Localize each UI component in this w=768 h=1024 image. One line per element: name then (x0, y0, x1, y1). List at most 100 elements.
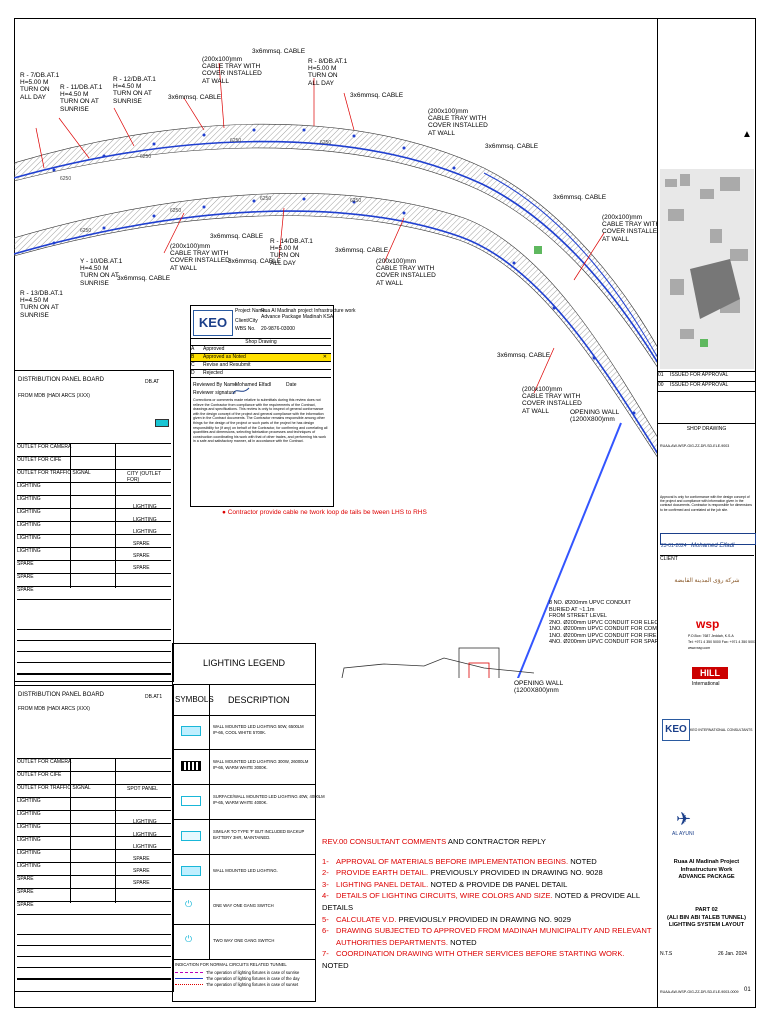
callout-r13: R - 13/DB.AT.1 H=4.50 M TURN ON AT SUNRI… (20, 290, 63, 319)
comment-item: 1-APPROVAL OF MATERIALS BEFORE IMPLEMENT… (322, 856, 597, 866)
tb-client-logo: شركة رؤى المدينة القابضة (674, 578, 740, 584)
tb-approval-date: 23-01-2024 (661, 543, 687, 549)
callout-tray3: (200x100)mm CABLE TRAY WITH COVER INSTAL… (602, 214, 662, 243)
tb-keo-logo: KEO (662, 719, 690, 741)
comment-item: 2-PROVIDE EARTH DETAIL. PREVIOUSLY PROVI… (322, 868, 603, 878)
panel1-row: OUTLET FOR TRAFFIC SIGNAL (17, 469, 171, 482)
north-arrow-icon: ▲ (742, 129, 752, 140)
legend-item-text: WALL MOUNTED LED LIGHTING 300W, 26000LM … (213, 759, 309, 770)
callout-cable6: 3x6mmsq. CABLE (210, 233, 264, 240)
building-plan (341, 647, 535, 678)
callout-opening-wall-1: OPENING WALL (1200X800)mm (570, 409, 620, 424)
section-marker (534, 246, 542, 254)
comment-item: 3-LIGHTING PANEL DETAIL. NOTED & PROVIDE… (322, 879, 568, 889)
key-plan-map (660, 169, 754, 369)
dim-4: 6250 (320, 140, 332, 146)
stamp-reviewer: Mohamed Elfadl (235, 382, 272, 388)
panel2-row: LIGHTING (17, 810, 171, 823)
panel1-row: SPARE (17, 560, 171, 573)
panel1-right-label: SPARE (133, 565, 150, 571)
tb-date: 26 Jan. 2024 (718, 951, 747, 957)
panel2-right-label: SPARE (133, 856, 150, 862)
dim-1: 6250 (60, 176, 72, 182)
callout-r8: R - 8/DB.AT.1 H=5.00 M TURN ON ALL DAY (308, 58, 348, 87)
callout-cable9: 3x6mmsq. CABLE (335, 247, 389, 254)
panel2-number: DB.AT1 (145, 694, 163, 700)
dim-6: 6250 (170, 208, 182, 214)
panel2-subtitle: FROM MDB (HADI ARCS (XXX) (18, 706, 90, 712)
legend-item: SIMILAR TO TYPE 'F' BUT INCLUDED BACKUP … (173, 819, 315, 855)
dim-5: 6250 (80, 228, 92, 234)
panel1-rows: OUTLET FOR CAMERA OUTLET FOR CIFE OUTLET… (17, 443, 171, 600)
callout-cable1: 3x6mmsq. CABLE (252, 48, 306, 55)
cable-route-upper (14, 140, 658, 364)
lighting-legend: LIGHTING LEGEND SYMBOLS DESCRIPTION WALL… (172, 643, 325, 1002)
legend-item-text: SIMILAR TO TYPE 'F' BUT INCLUDED BACKUP … (213, 829, 305, 840)
callout-cable10: 3x6mmsq. CABLE (497, 352, 551, 359)
comment-item: 5-CALCULATE V.D. PREVIOUSLY PROVIDED IN … (322, 914, 571, 924)
legend-item: ⏻ ONE WAY ONE GANG SWITCH (173, 889, 315, 925)
cable-route-lower (14, 210, 658, 455)
legend-header: SYMBOLS DESCRIPTION (173, 684, 315, 716)
stamp-wbs: 20-9876-03000 (261, 326, 295, 332)
stamp-project-name: Rua Al Madinah project Infrastructure wo… (261, 308, 356, 320)
surface-led-icon (181, 796, 201, 806)
tb-approval-signature: 23-01-2024 Mohamed Elfadl (660, 533, 756, 549)
tb-drawing-title: PART 02 (ALI BIN ABI TALEB TUNNEL) LIGHT… (667, 907, 746, 928)
alayuni-logo: AL AYUNI (672, 831, 694, 837)
legend-item: WALL MOUNTED LED LIGHTING. (173, 854, 315, 890)
consultant-comments: REV.00 CONSULTANT COMMENTS AND CONTRACTO… (322, 836, 652, 972)
panel1-right-label: LIGHTING (133, 504, 157, 510)
stamp-wbs-label: WBS No. (235, 326, 256, 332)
comment-item: 6-DRAWING SUBJECTED TO APPROVED FROM MAD… (322, 926, 652, 947)
panel2-row: LIGHTING (17, 797, 171, 810)
tb-scale: N.T.S (660, 951, 673, 957)
panel2-right-label: SPARE (133, 868, 150, 874)
wall-led-cool-icon (181, 726, 201, 736)
tb-project-title: Ruaa Al Madinah Project Infrastructure W… (673, 859, 740, 880)
panel1-row: SPARE (17, 586, 171, 600)
panel1-row: LIGHTING (17, 521, 171, 534)
panel2-title: DISTRIBUTION PANEL BOARD (18, 692, 105, 698)
callout-tray6: (200x100)mm CABLE TRAY WITH COVER INSTAL… (522, 386, 582, 415)
callout-r14: R - 14/DB.AT.1 H=5.00 M TURN ON ALL DAY (270, 238, 313, 267)
keo-logo: KEO (193, 310, 233, 336)
stamp-signature-label: Reviewer signature (193, 390, 236, 396)
panel2-row: OUTLET FOR TRAFFIC SIGNAL (17, 784, 171, 797)
legend-item-text: TWO WAY ONE GANG SWITCH (213, 938, 275, 943)
wall-led-icon (181, 866, 201, 876)
panel2-row: LIGHTING (17, 862, 171, 875)
callout-r11: R - 11/DB.AT.1 H=4.50 M TURN ON AT SUNRI… (60, 84, 103, 113)
dim-7: 6250 (260, 196, 272, 202)
callout-cable7: 3x6mmsq. CABLE (228, 258, 282, 265)
hill-logo: HILL (692, 667, 728, 679)
one-way-switch-icon: ⏻ (185, 899, 193, 909)
comment-item: 4-DETAILS OF LIGHTING CIRCUITS, WIRE COL… (322, 891, 640, 912)
stamp-client-label: Client/City (235, 318, 258, 324)
panel-schedule-2: DISTRIBUTION PANEL BOARD FROM MDB (HADI … (14, 685, 174, 992)
callout-tray4: (200x100)mm CABLE TRAY WITH COVER INSTAL… (170, 243, 230, 272)
wsp-logo: wsp (696, 617, 720, 631)
callout-cable5: 3x6mmsq. CABLE (553, 194, 607, 201)
panel1-title: DISTRIBUTION PANEL BOARD (18, 377, 105, 383)
alayuni-logo-icon: ✈ (676, 809, 692, 829)
legend-line-sunset: The operation of lighting fixtures in ca… (175, 982, 313, 988)
panel1-row: LIGHTING (17, 508, 171, 521)
panel1-row: LIGHTING (17, 547, 171, 560)
legend-item-text: WALL MOUNTED LED LIGHTING. (213, 868, 278, 873)
panel2-row: SPARE (17, 875, 171, 888)
callout-r7: R - 7/DB.AT.1 H=5.00 M TURN ON ALL DAY (20, 72, 60, 101)
stamp-reviewer-label: Reviewed By Name (193, 382, 237, 388)
panel1-row: LIGHTING (17, 482, 171, 495)
tb-approval-note: Approval is only for conformance with th… (660, 495, 752, 512)
panel1-right-label: LIGHTING (133, 529, 157, 535)
panel2-right-label: SPOT PANEL (127, 786, 158, 792)
leader-lines (35, 62, 605, 394)
legend-footer-title: INDICATION FOR NORMAL CIRCUITS RELATED T… (175, 962, 287, 967)
panel2-row: LIGHTING (17, 836, 171, 849)
